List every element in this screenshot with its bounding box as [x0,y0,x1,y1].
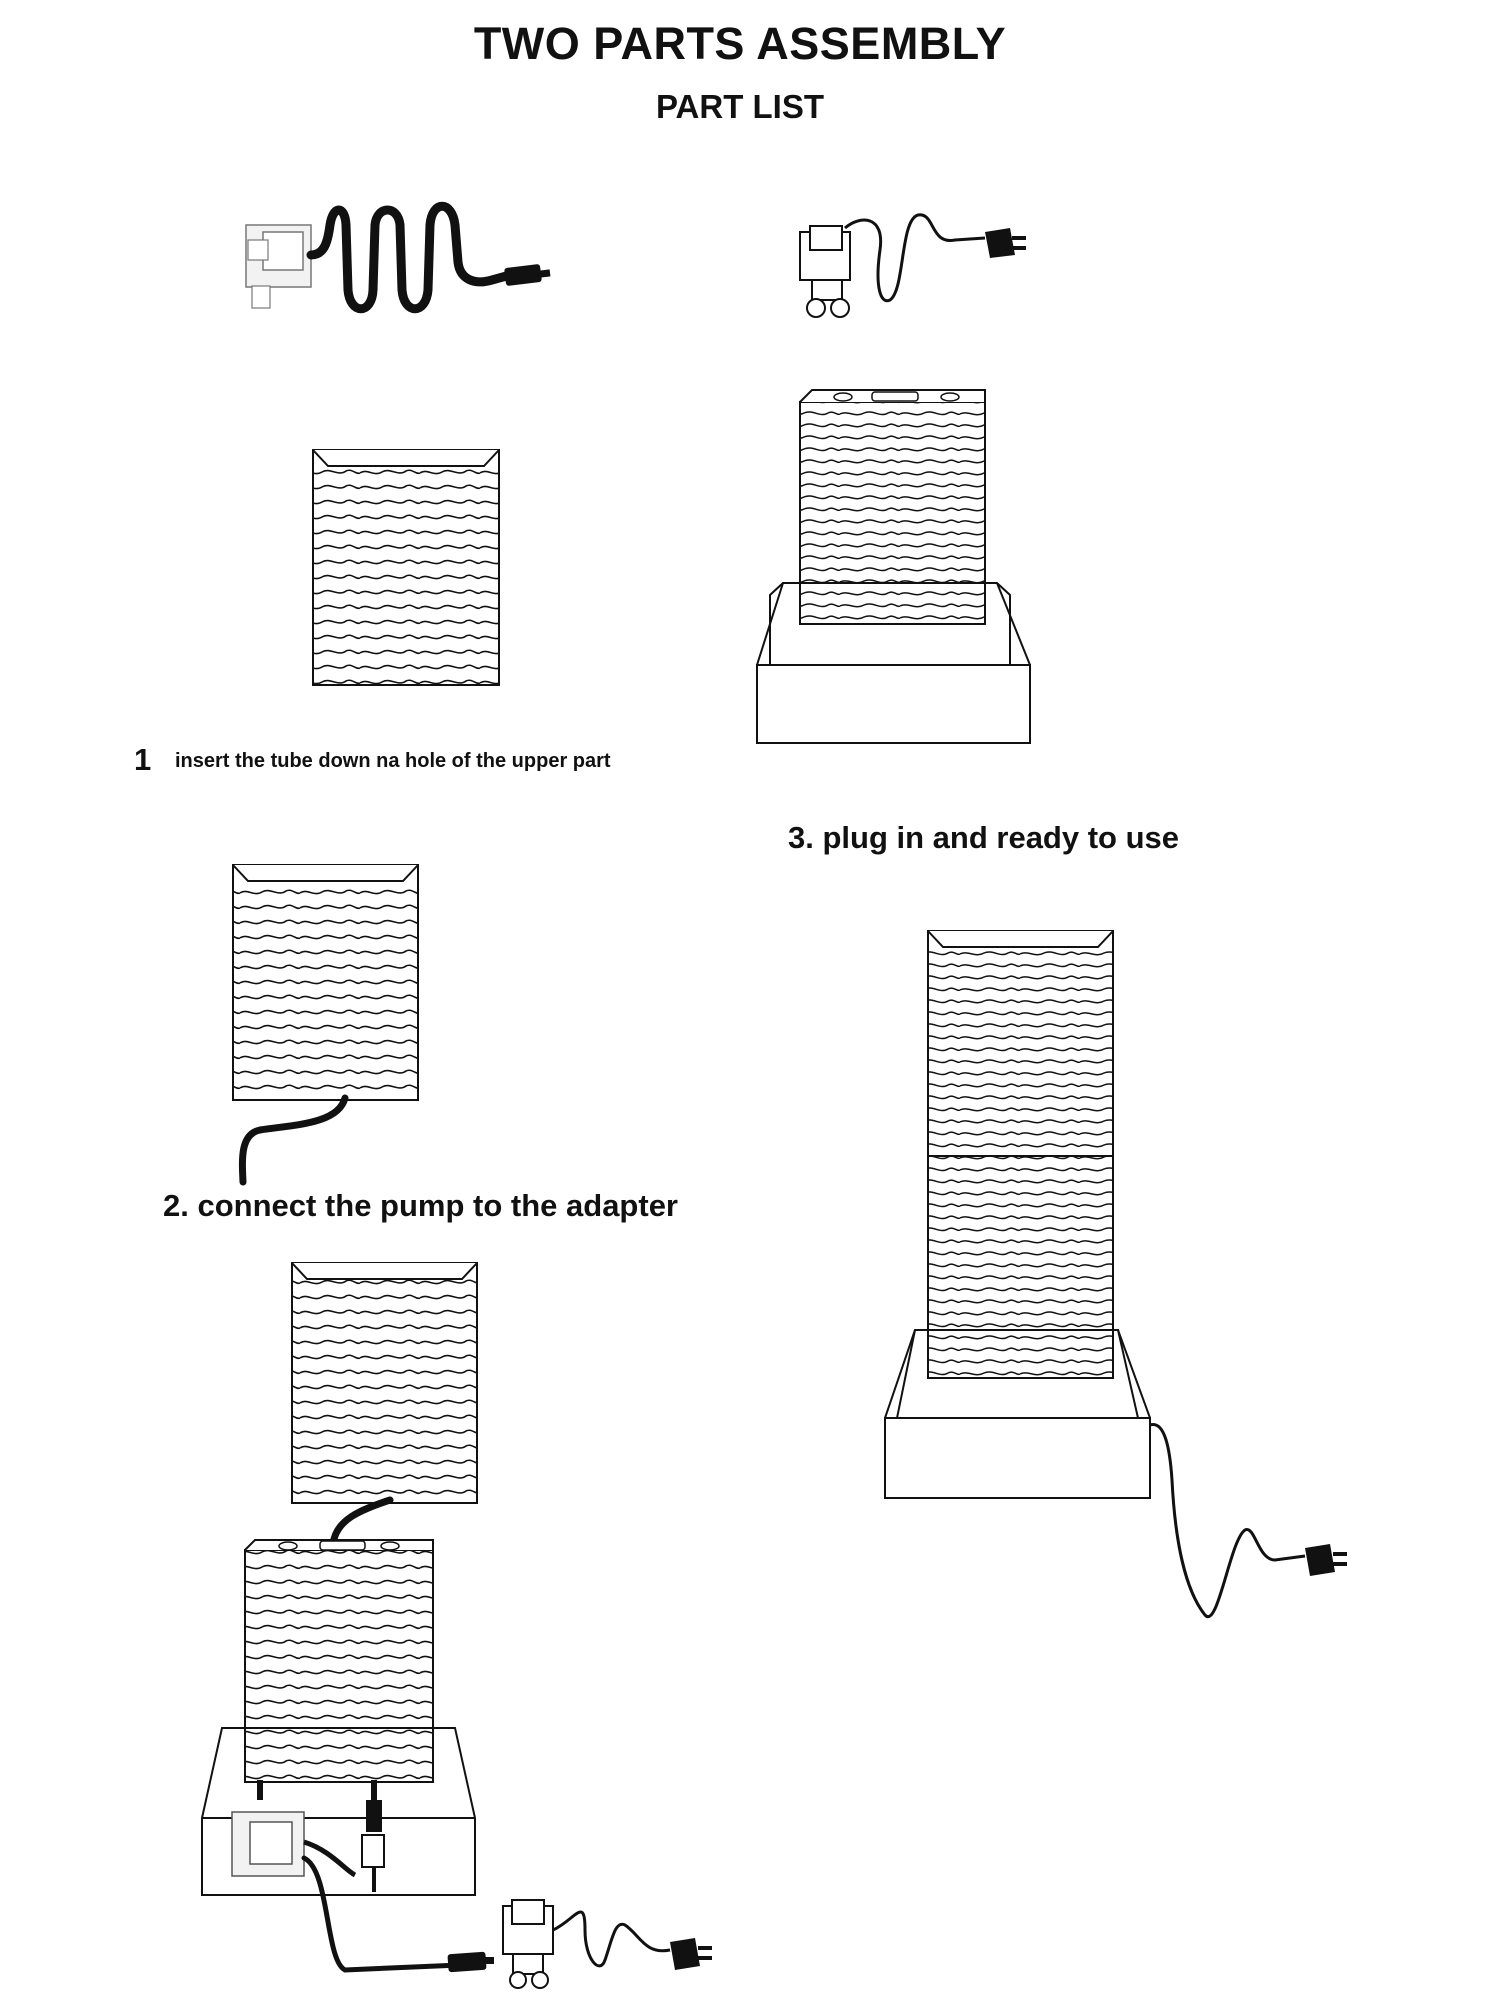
step-2-instruction: 2. connect the pump to the adapter [163,1188,678,1223]
two-part-connection-icon [201,1262,712,1989]
page-title: TWO PARTS ASSEMBLY [473,18,1007,69]
lower-part-with-base-icon [756,389,1031,744]
step-1-number: 1 [134,742,152,777]
pump-with-cable-icon [245,201,551,314]
step-3-instruction: 3. plug in and ready to use [788,820,1180,855]
assembled-fountain-icon [884,930,1347,1619]
upper-part-with-tube-icon [232,864,419,1186]
page-subtitle: PART LIST [655,88,825,125]
upper-part-panel-icon [312,449,500,686]
step-1-instruction: insert the tube down na hole of the uppe… [175,750,611,772]
adapter-with-plug-icon [799,213,1026,318]
